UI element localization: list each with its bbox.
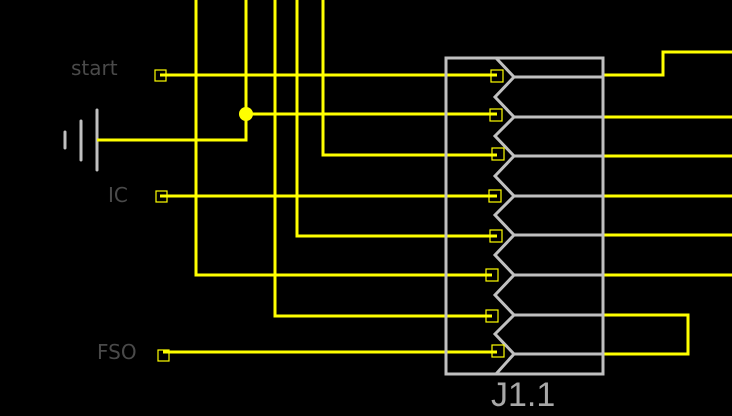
- junction-dot: [239, 107, 253, 121]
- pin-7[interactable]: [485, 309, 499, 323]
- wires[interactable]: [97, 0, 732, 356]
- wire-275[interactable]: [273, 0, 492, 318]
- pin-5[interactable]: [489, 229, 503, 243]
- pin-3[interactable]: [491, 147, 505, 161]
- wire-297[interactable]: [295, 0, 497, 238]
- pin-1[interactable]: [490, 69, 504, 83]
- pin-4[interactable]: [488, 189, 502, 203]
- pin-2[interactable]: [489, 108, 503, 122]
- ground-symbol-icon[interactable]: [63, 108, 99, 172]
- net-label-fso: FSO: [97, 340, 137, 364]
- wire-right-1[interactable]: [603, 50, 732, 77]
- terminal-fso[interactable]: [157, 349, 170, 362]
- component-reference: J1.1: [491, 376, 555, 414]
- terminal-ic[interactable]: [155, 190, 168, 203]
- terminal-start[interactable]: [154, 69, 167, 82]
- connector-j1[interactable]: [444, 56, 605, 376]
- wire-196[interactable]: [194, 0, 492, 277]
- wire-ground[interactable]: [97, 0, 248, 142]
- net-label-start: start: [71, 56, 118, 80]
- net-label-ic: IC: [108, 183, 128, 207]
- wire-right-loop[interactable]: [603, 313, 690, 356]
- pin-8[interactable]: [491, 344, 505, 358]
- wire-323[interactable]: [321, 0, 497, 157]
- pin-6[interactable]: [485, 268, 499, 282]
